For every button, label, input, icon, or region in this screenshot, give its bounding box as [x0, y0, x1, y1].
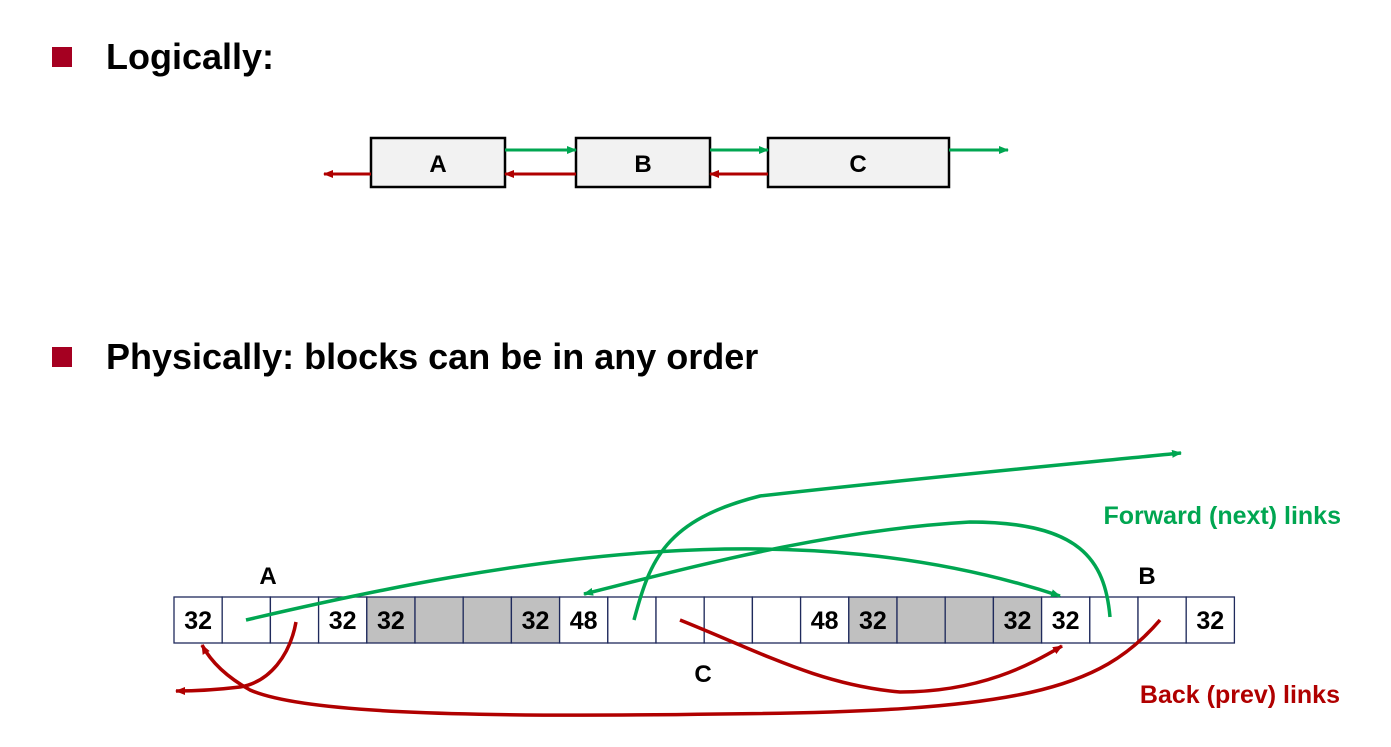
bullet-physically: Physically: blocks can be in any order	[52, 336, 758, 378]
heap-cell: 32	[992, 596, 1043, 644]
heap-cell-value: 48	[570, 607, 598, 635]
bullet-logically: Logically:	[52, 36, 274, 78]
heap-cell: 32	[1040, 596, 1091, 644]
heap-cell-value: 32	[859, 607, 887, 635]
forward-link-a-to-b	[245, 547, 1061, 622]
physical-label-a: A	[259, 563, 276, 590]
heap-cell: 48	[799, 596, 850, 644]
heap-cell: 32	[173, 596, 223, 644]
heap-cell	[462, 596, 513, 644]
logical-block-a: A	[369, 136, 507, 189]
heap-cell	[1089, 596, 1139, 644]
heap-cell-value: 48	[811, 607, 839, 635]
physical-label-c: C	[694, 661, 711, 688]
heap-cell	[607, 596, 657, 644]
back-link-a-to-start	[175, 621, 298, 695]
bullet-square-icon	[52, 347, 72, 367]
logical-block-b: B	[574, 136, 712, 189]
heap-cell-value: 32	[1004, 607, 1032, 635]
heap-cell: 32	[366, 596, 416, 644]
heap-cell	[221, 596, 272, 644]
heap-cell: 32	[1185, 596, 1236, 644]
forward-link-b-to-c	[583, 520, 1112, 618]
logical-block-a-label: A	[429, 151, 446, 178]
heap-cell-value: 32	[1196, 607, 1224, 635]
bullet-logically-text: Logically:	[106, 36, 275, 77]
heap-cell-value: 32	[377, 607, 405, 635]
heap-cell: 48	[558, 596, 609, 644]
forward-links-legend: Forward (next) links	[1103, 502, 1341, 530]
heap-cell	[414, 596, 464, 644]
logical-list: A B C	[323, 136, 1009, 189]
heap-cell	[703, 596, 754, 644]
bullet-physically-text: Physically: blocks can be in any order	[106, 336, 759, 377]
back-link-c-to-b	[679, 618, 1063, 694]
forward-link-c-to-end	[632, 449, 1182, 621]
heap-cell: 32	[317, 596, 368, 644]
heap-cell: 32	[510, 596, 561, 644]
heap-cell-value: 32	[1052, 607, 1080, 635]
physical-label-b: B	[1138, 563, 1155, 590]
heap-cell	[896, 596, 946, 644]
heap-cell-value: 32	[522, 607, 550, 635]
heap-cell: 32	[848, 596, 898, 644]
back-link-b-to-a	[200, 618, 1162, 717]
back-links-legend: Back (prev) links	[1140, 681, 1340, 709]
logical-block-b-label: B	[634, 151, 651, 178]
back-links	[175, 618, 1162, 717]
logical-block-c-label: C	[849, 151, 866, 178]
heap-cell-value: 32	[184, 607, 212, 635]
heap-cell	[944, 596, 995, 644]
heap-cells: 32 32 32 32 48 48 32 32 32 32	[173, 596, 1236, 644]
forward-links	[245, 449, 1182, 622]
logical-block-c: C	[766, 136, 951, 189]
heap-cell	[751, 596, 802, 644]
bullet-square-icon	[52, 47, 72, 67]
heap-cell-value: 32	[329, 607, 357, 635]
